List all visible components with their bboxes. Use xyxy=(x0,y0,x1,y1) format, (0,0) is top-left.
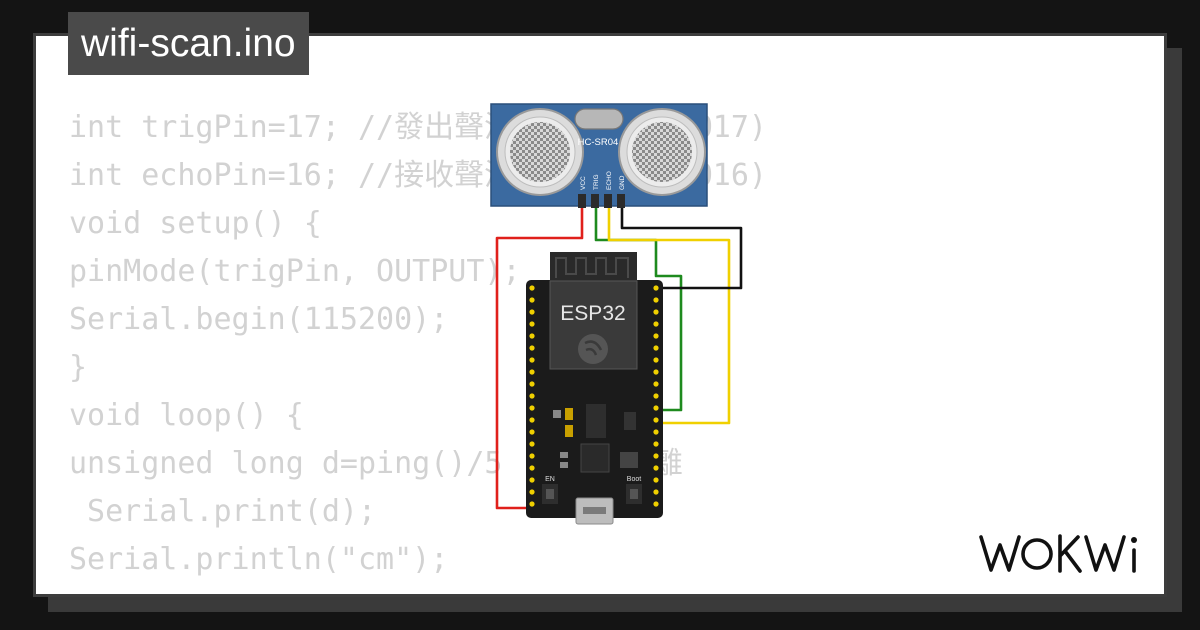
code-line: Serial.print(d); xyxy=(69,494,377,529)
echo-wire xyxy=(607,205,731,425)
transducer-left xyxy=(496,108,584,196)
code-line: void setup() { xyxy=(69,206,322,241)
boot-button[interactable]: Boot xyxy=(626,476,642,504)
pin-label-vcc: VCC xyxy=(580,176,587,190)
esp32-label: ESP32 xyxy=(560,302,625,325)
wokwi-logo-icon[interactable] xyxy=(976,528,1156,580)
usb-port xyxy=(575,497,614,525)
wires xyxy=(495,205,743,510)
board-components xyxy=(553,404,638,473)
code-line: Serial.println("cm"); xyxy=(69,542,449,577)
sensor-model-label: HC-SR04 xyxy=(578,137,619,148)
code-line: void loop() { xyxy=(69,398,304,433)
espressif-logo-icon xyxy=(578,334,608,364)
en-button[interactable]: EN xyxy=(542,476,558,504)
pin-label-gnd: GND xyxy=(619,175,626,190)
left-header-pins xyxy=(529,285,535,507)
en-button-label: EN xyxy=(545,476,555,483)
pin-label-trig: TRIG xyxy=(593,174,600,190)
trig-wire xyxy=(594,205,683,412)
transducer-right xyxy=(618,108,706,196)
code-line: } xyxy=(69,350,88,385)
vcc-wire xyxy=(495,205,584,510)
esp32-board[interactable]: ESP32 xyxy=(526,252,663,525)
sensor-header-pins[interactable] xyxy=(578,194,625,208)
hc-sr04-sensor[interactable]: HC-SR04 VCC TRIG ECHO GND xyxy=(490,103,708,208)
code-line: delay(1000); xyxy=(69,584,767,594)
pin-label-echo: ECHO xyxy=(606,171,613,190)
right-header-pins xyxy=(653,285,659,507)
gnd-wire xyxy=(620,205,743,290)
filename-tab[interactable]: wifi-scan.ino xyxy=(68,12,309,75)
code-line: Serial.begin(115200); xyxy=(69,302,449,337)
boot-button-label: Boot xyxy=(627,476,641,483)
